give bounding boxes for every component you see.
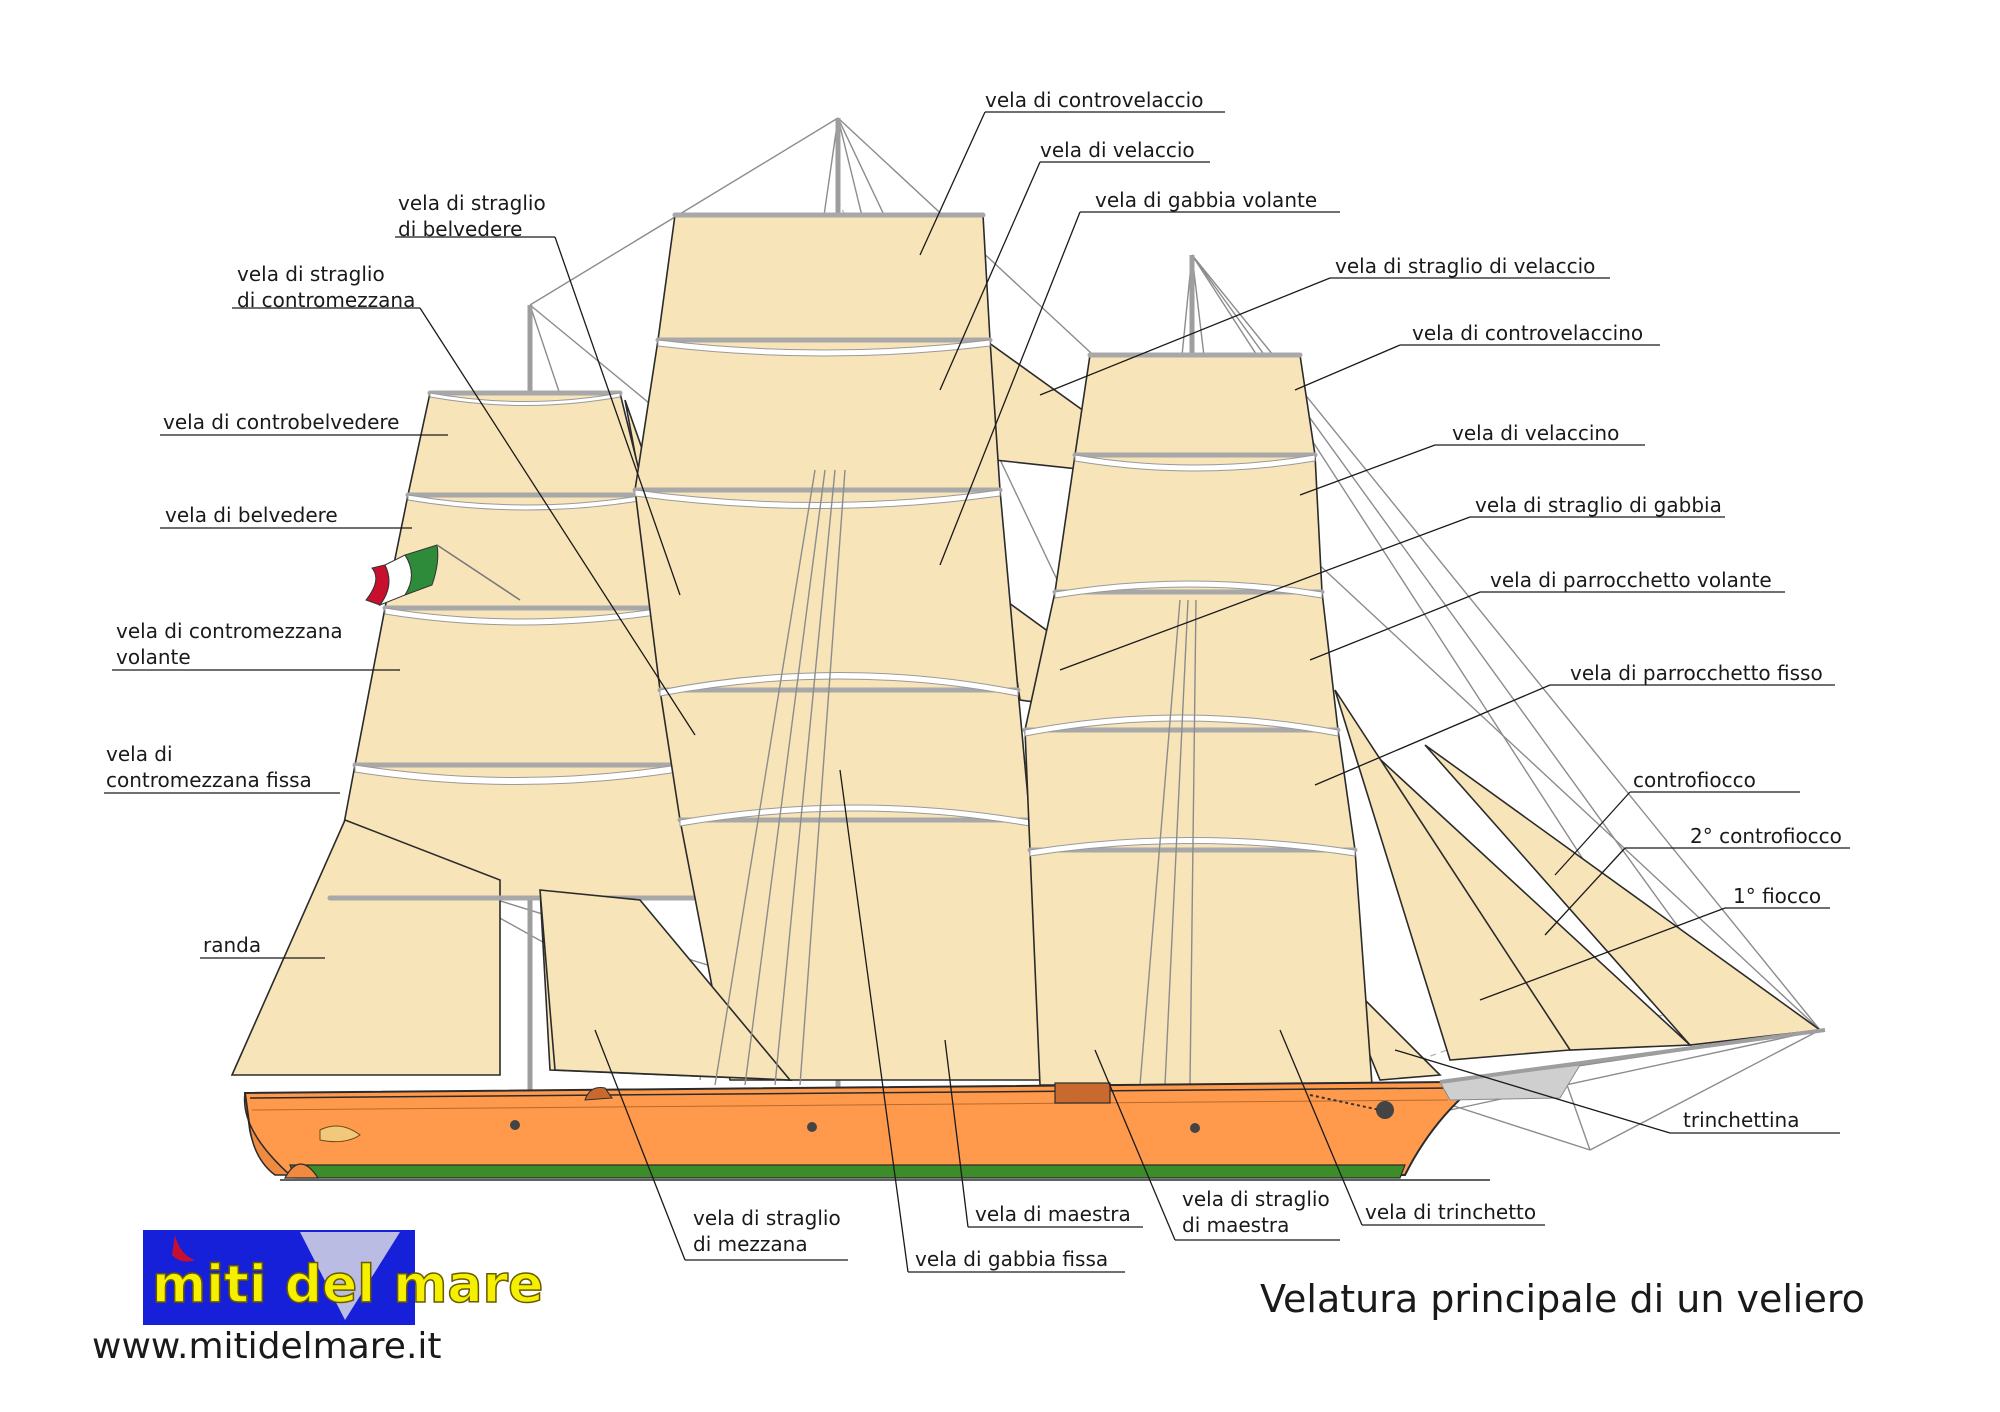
label-straglio-maestra-2: di maestra [1182, 1213, 1289, 1237]
label-straglio-belvedere-1: vela di straglio [398, 191, 546, 215]
label-trinchetto: vela di trinchetto [1365, 1200, 1536, 1224]
label-velaccio: vela di velaccio [1040, 138, 1195, 162]
label-velaccino: vela di velaccino [1452, 421, 1619, 445]
sail-parrocchetto-fisso [1024, 729, 1356, 851]
label-straglio-maestra-1: vela di straglio [1182, 1187, 1330, 1211]
label-contromezzana-fissa-1: vela di [106, 742, 173, 766]
label-randa: randa [203, 933, 261, 957]
label-parrocchetto-fisso: vela di parrocchetto fisso [1570, 661, 1823, 685]
label-trinchettina: trinchettina [1683, 1108, 1799, 1132]
label-maestra: vela di maestra [975, 1202, 1131, 1226]
sail-contromezzana-volante [354, 607, 679, 766]
ship-hull [243, 1028, 1826, 1181]
mizzen-mast [230, 305, 698, 1100]
fore-mast [1022, 255, 1373, 1100]
label-contromezzana-volante-2: volante [116, 645, 191, 669]
label-straglio-mezzana-1: vela di straglio [693, 1206, 841, 1230]
label-straglio-velaccio: vela di straglio di velaccio [1335, 254, 1595, 278]
sail-primo-fiocco [1334, 689, 1572, 1061]
sail-controvelaccino [1074, 354, 1316, 456]
label-controvelaccino: vela di controvelaccino [1412, 321, 1643, 345]
label-contromezzana-fissa-2: contromezzana fissa [106, 768, 312, 792]
logo-text: miti del mare [152, 1255, 543, 1315]
labels: vela di controvelaccio vela di velaccio … [104, 88, 1850, 1273]
label-controfiocco: controfiocco [1633, 768, 1756, 792]
label-straglio-contromezzana-2: di contromezzana [237, 288, 415, 312]
website-link[interactable]: www.mitidelmare.it [92, 1326, 442, 1367]
label-straglio-mezzana-2: di mezzana [693, 1232, 808, 1256]
label-gabbia-fissa: vela di gabbia fissa [915, 1247, 1108, 1271]
sail-controvelaccio [657, 214, 991, 341]
sail-trinchetto [1029, 849, 1373, 1086]
sail-velaccio [634, 339, 1001, 491]
diagram-title: Velatura principale di un veliero [1260, 1277, 1865, 1321]
label-parrocchetto-volante: vela di parrocchetto volante [1490, 568, 1772, 592]
label-contromezzana-volante-1: vela di contromezzana [116, 619, 343, 643]
label-primo-fiocco: 1° fiocco [1733, 884, 1821, 908]
sail-randa [230, 818, 501, 1076]
label-controvelaccio: vela di controvelaccio [985, 88, 1203, 112]
logo[interactable]: miti del mare [143, 1230, 544, 1325]
sail-gabbia-fissa [659, 689, 1031, 821]
sail-controbelvedere [407, 392, 647, 496]
label-gabbia-volante: vela di gabbia volante [1095, 188, 1317, 212]
label-straglio-belvedere-2: di belvedere [398, 217, 522, 241]
sail-velaccino [1054, 454, 1323, 593]
label-straglio-gabbia: vela di straglio di gabbia [1475, 493, 1722, 517]
italian-flag [365, 544, 521, 607]
label-controbelvedere: vela di controbelvedere [163, 410, 399, 434]
label-straglio-contromezzana-1: vela di straglio [237, 262, 385, 286]
sail-parrocchetto-volante [1024, 591, 1339, 731]
sail-gabbia-volante [634, 489, 1019, 691]
label-secondo-controfiocco: 2° controfiocco [1690, 824, 1842, 848]
label-belvedere: vela di belvedere [165, 503, 338, 527]
sail-straglio-mezzana-low [539, 889, 792, 1081]
